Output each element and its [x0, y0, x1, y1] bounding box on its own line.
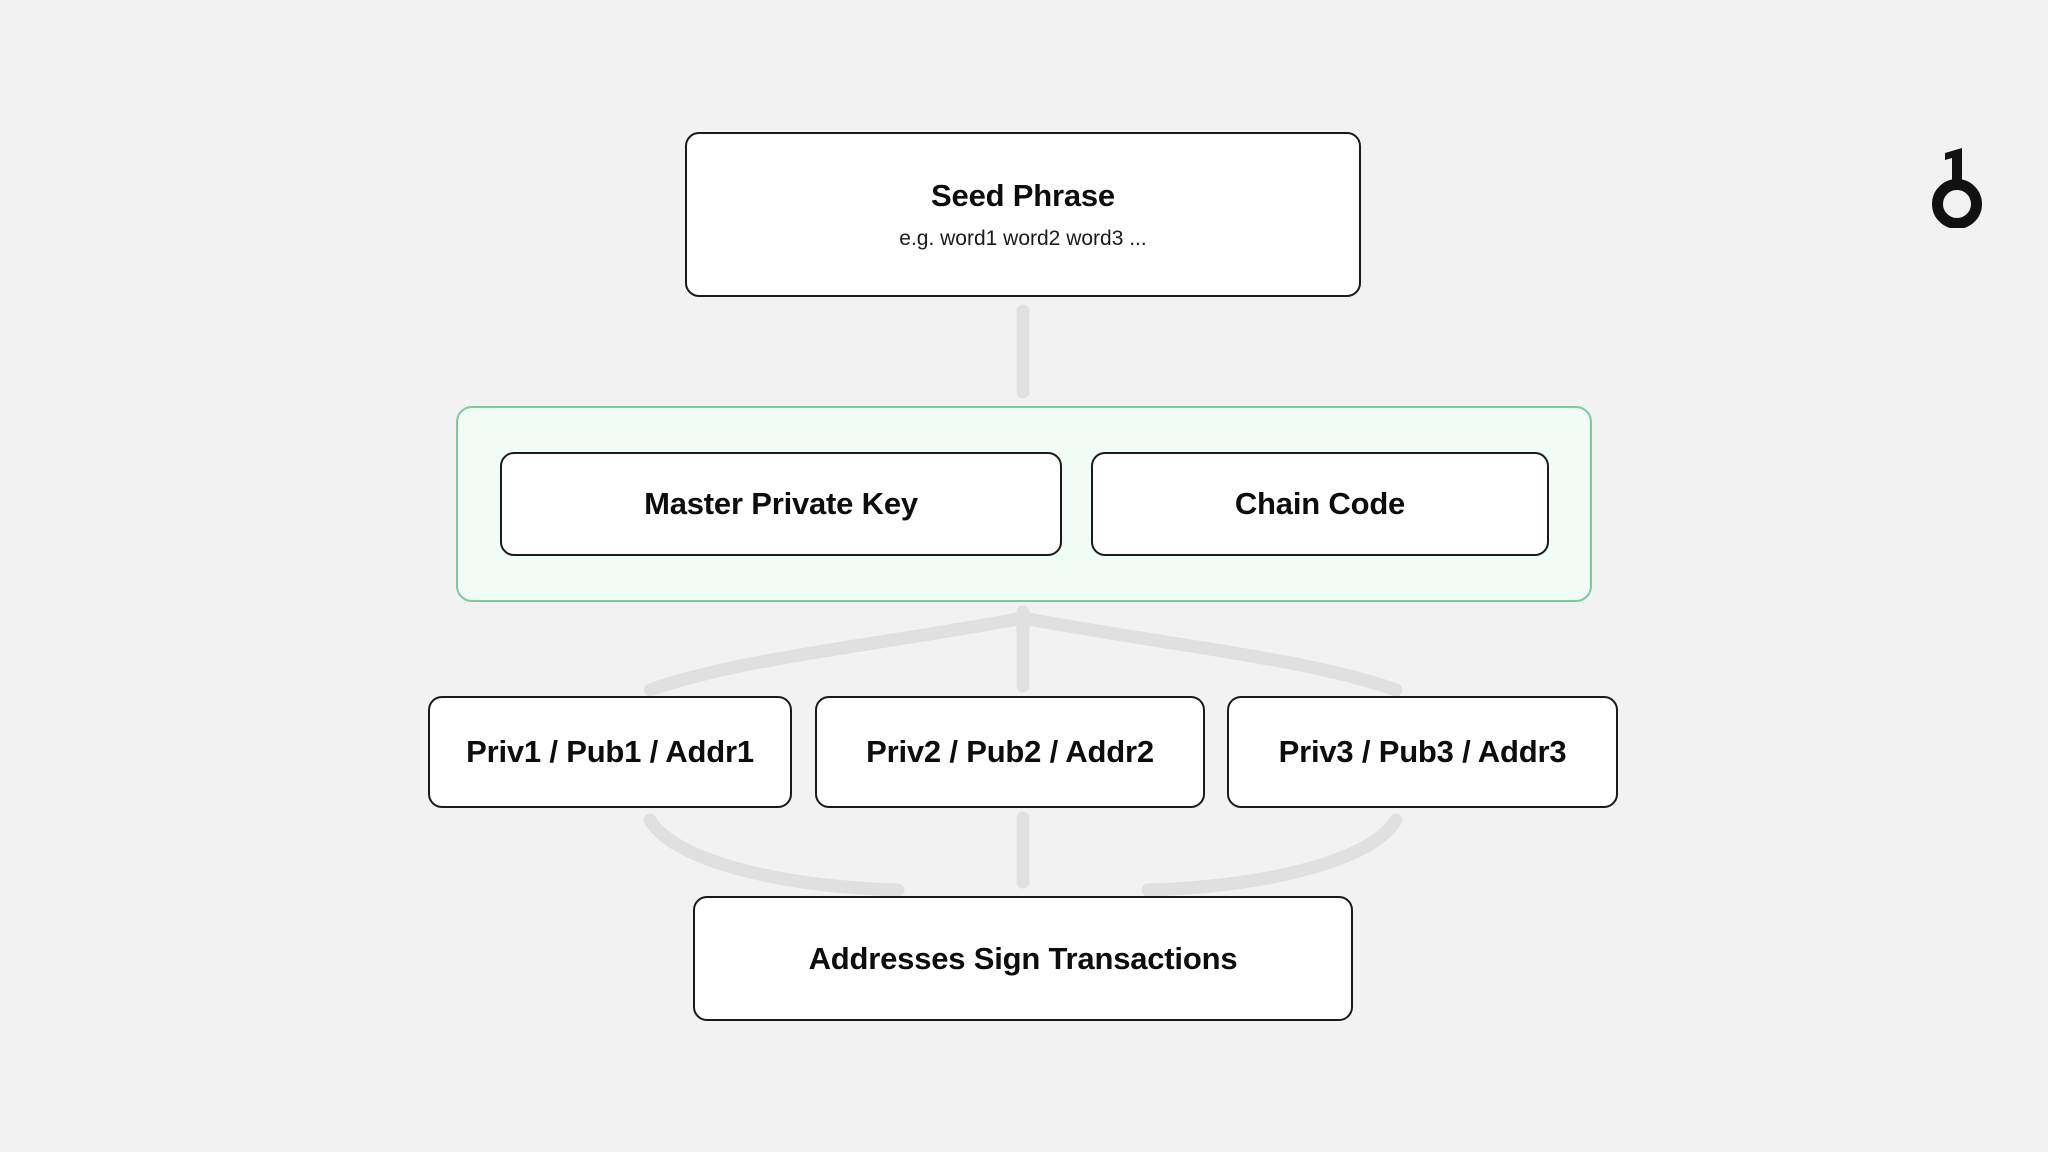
- node-seed-phrase[interactable]: Seed Phrase e.g. word1 word2 word3 ...: [685, 132, 1361, 297]
- node-derived-key-3[interactable]: Priv3 / Pub3 / Addr3: [1227, 696, 1618, 808]
- sign-transactions-label: Addresses Sign Transactions: [808, 940, 1238, 976]
- seed-phrase-subtitle: e.g. word1 word2 word3 ...: [899, 227, 1147, 251]
- node-chain-code[interactable]: Chain Code: [1091, 452, 1549, 556]
- connector-master-to-key3: [1016, 611, 1403, 697]
- connector-key1-to-sign: [643, 813, 905, 897]
- node-addresses-sign-transactions[interactable]: Addresses Sign Transactions: [693, 896, 1353, 1021]
- derived-key-2-label: Priv2 / Pub2 / Addr2: [866, 734, 1154, 770]
- connector-master-to-key1: [643, 611, 1030, 697]
- master-private-key-label: Master Private Key: [644, 486, 918, 522]
- node-master-private-key[interactable]: Master Private Key: [500, 452, 1062, 556]
- derived-key-1-label: Priv1 / Pub1 / Addr1: [466, 734, 754, 770]
- connector-key3-to-sign: [1141, 813, 1403, 897]
- one-zero-logo-icon: [1932, 148, 1982, 228]
- node-derived-key-2[interactable]: Priv2 / Pub2 / Addr2: [815, 696, 1205, 808]
- seed-phrase-title: Seed Phrase: [931, 177, 1115, 213]
- node-derived-key-1[interactable]: Priv1 / Pub1 / Addr1: [428, 696, 792, 808]
- derived-key-3-label: Priv3 / Pub3 / Addr3: [1278, 734, 1567, 770]
- chain-code-label: Chain Code: [1234, 486, 1406, 522]
